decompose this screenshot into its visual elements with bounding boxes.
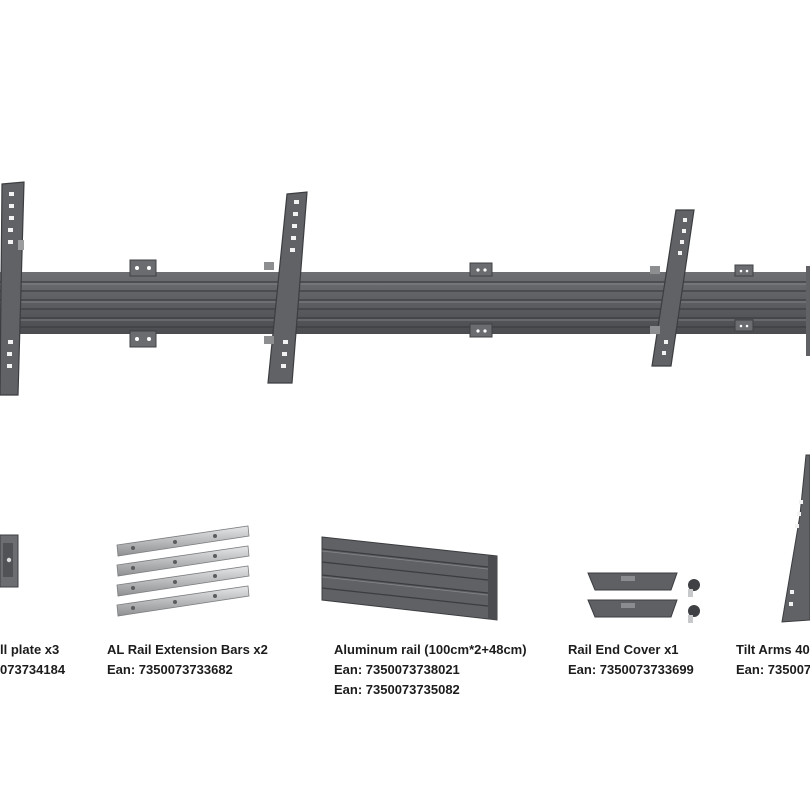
aluminum-rail-caption: Aluminum rail (100cm*2+48cm) Ean: 735007…: [334, 640, 527, 700]
aluminum-rail-name: Aluminum rail (100cm*2+48cm): [334, 642, 527, 657]
extension-bars-part: [116, 525, 250, 617]
extension-bars-ean: Ean: 7350073733682: [107, 662, 233, 677]
assembled-rail: [0, 272, 810, 334]
tilt-arm-3: [650, 209, 695, 367]
wall-plate-tabs: [129, 259, 754, 348]
tilt-arm-part: [781, 454, 810, 623]
tilt-arms-ean: Ean: 735007: [736, 662, 810, 677]
wall-plate-name: ll plate x3: [0, 642, 60, 657]
screw-icon: [688, 579, 700, 623]
rail-end-cover-caption: Rail End Cover x1 Ean: 7350073733699: [568, 640, 694, 680]
tilt-arms-caption: Tilt Arms 40 Ean: 735007: [736, 640, 810, 680]
rail-end-cover-ean: Ean: 7350073733699: [568, 662, 694, 677]
tilt-arms-name: Tilt Arms 40: [736, 642, 810, 657]
aluminum-rail-part: [321, 536, 498, 621]
tilt-arm-4-partial: [806, 266, 810, 356]
tilt-arm-1: [0, 181, 25, 396]
wall-plate-ean: 073734184: [0, 662, 66, 677]
aluminum-rail-ean-1: Ean: 7350073738021: [334, 662, 460, 677]
rail-end-cover-name: Rail End Cover x1: [568, 642, 679, 657]
wall-plate-part: [0, 534, 19, 588]
rail-end-cover-part: [587, 572, 700, 623]
extension-bars-name: AL Rail Extension Bars x2: [107, 642, 268, 657]
wall-plate-caption: ll plate x3 073734184: [0, 640, 65, 680]
aluminum-rail-ean-2: Ean: 7350073735082: [334, 682, 460, 697]
extension-bars-caption: AL Rail Extension Bars x2 Ean: 735007373…: [107, 640, 268, 680]
tilt-arm-2: [264, 191, 308, 384]
